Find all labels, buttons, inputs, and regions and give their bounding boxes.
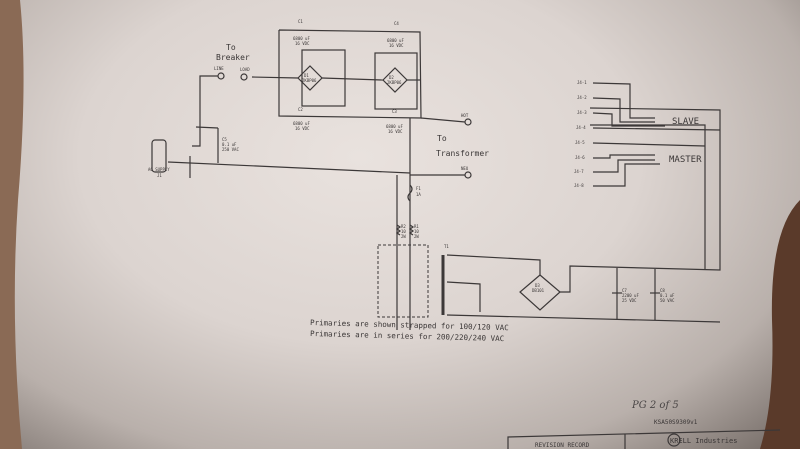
neu-terminal bbox=[464, 171, 472, 179]
c8-ref: C8 bbox=[660, 288, 665, 293]
ac-supply-label: AC SUPPLY bbox=[148, 167, 170, 172]
master-label: MASTER bbox=[669, 155, 702, 165]
pin-label: J4-4 bbox=[576, 125, 586, 130]
load-label: LOAD bbox=[240, 67, 250, 72]
c2-ref: C2 bbox=[298, 107, 303, 112]
rectifier-section bbox=[151, 29, 472, 330]
to-transformer-label: To bbox=[437, 134, 447, 143]
c4-rating: 16 VDC bbox=[389, 43, 404, 48]
c7-ref: C7 bbox=[622, 288, 627, 293]
r1-rating: 2W bbox=[414, 234, 419, 239]
c2-value: 6800 uF bbox=[293, 121, 310, 126]
r2-ref: R2 bbox=[401, 224, 406, 229]
pin-label: J4-2 bbox=[577, 95, 587, 100]
c4-ref: C4 bbox=[394, 21, 399, 26]
r2-value: 10 bbox=[401, 229, 406, 234]
pin-label: J4-7 bbox=[574, 169, 584, 174]
neu-label: NEU bbox=[461, 166, 469, 171]
krell-logo bbox=[667, 433, 681, 447]
c3-ref: C3 bbox=[392, 109, 397, 114]
c1-ref: C1 bbox=[298, 19, 303, 24]
d3-part: DB101 bbox=[532, 288, 545, 293]
c7-value: 2200 uF bbox=[622, 293, 639, 298]
resistor-r1 bbox=[408, 224, 415, 236]
doc-number: KSA50S9309v1 bbox=[654, 419, 698, 426]
r2-rating: 2W bbox=[401, 234, 406, 239]
r1-ref: R1 bbox=[414, 224, 419, 229]
connector-pin-labels: J4-1 J4-2 J4-3 J4-4 J4-5 J4-6 J4-7 J4-8 bbox=[574, 80, 587, 188]
c8-value: 0.1 uF bbox=[660, 293, 675, 298]
hot-label: HOT bbox=[461, 113, 469, 118]
c1-rating: 16 VDC bbox=[295, 41, 310, 46]
right-thumb bbox=[760, 200, 800, 449]
pin-label: J4-5 bbox=[575, 140, 585, 145]
c5-ref: C5 bbox=[222, 137, 227, 142]
pin-label: J4-8 bbox=[574, 183, 584, 188]
c3-value: 6800 uF bbox=[386, 124, 403, 129]
t1-ref: T1 bbox=[444, 244, 449, 249]
c8-rating: 50 VAC bbox=[660, 298, 675, 303]
d3-ref: D3 bbox=[535, 283, 540, 288]
pin-label: J4-3 bbox=[577, 110, 587, 115]
ac-inlet bbox=[151, 139, 167, 173]
load-terminal bbox=[240, 73, 248, 81]
page-note: PG 2 of 5 bbox=[631, 400, 679, 411]
d2-ref: D2 bbox=[389, 75, 394, 80]
c5-rating: 250 VAC bbox=[222, 147, 239, 152]
c7-rating: 25 VDC bbox=[622, 298, 637, 303]
j4-wiring bbox=[592, 82, 721, 187]
c1-value: 6800 uF bbox=[293, 36, 310, 41]
d1-part: 2KBP06 bbox=[302, 78, 317, 83]
f1-ref: F1 bbox=[416, 186, 421, 191]
f1-rating: 1A bbox=[416, 192, 421, 197]
slave-label: SLAVE bbox=[672, 117, 699, 127]
c3-rating: 16 VDC bbox=[388, 129, 403, 134]
pin-label: J4-1 bbox=[577, 80, 587, 85]
to-breaker-label: To bbox=[226, 43, 236, 52]
company-name: KRELL Industries bbox=[670, 437, 737, 445]
fuse-f1 bbox=[407, 184, 413, 202]
line-label: LINE bbox=[214, 66, 224, 71]
c4-value: 6800 uF bbox=[387, 38, 404, 43]
hot-terminal bbox=[464, 118, 472, 126]
to-breaker-label-2: Breaker bbox=[216, 53, 250, 62]
d2-part: 2KBP06 bbox=[387, 80, 402, 85]
c5-value: 0.1 uF bbox=[222, 142, 237, 147]
revision-record-label: REVISION RECORD bbox=[535, 442, 590, 449]
ac-supply-ref: J1 bbox=[157, 173, 162, 178]
resistor-r2 bbox=[395, 224, 402, 236]
c2-rating: 16 VDC bbox=[295, 126, 310, 131]
d1-ref: D1 bbox=[304, 73, 309, 78]
line-terminal bbox=[217, 72, 225, 80]
pin-label: J4-6 bbox=[575, 155, 585, 160]
to-transformer-label-2: Transformer bbox=[436, 149, 489, 158]
transformer-section bbox=[377, 107, 721, 323]
r1-value: 10 bbox=[414, 229, 419, 234]
left-finger bbox=[0, 0, 24, 449]
